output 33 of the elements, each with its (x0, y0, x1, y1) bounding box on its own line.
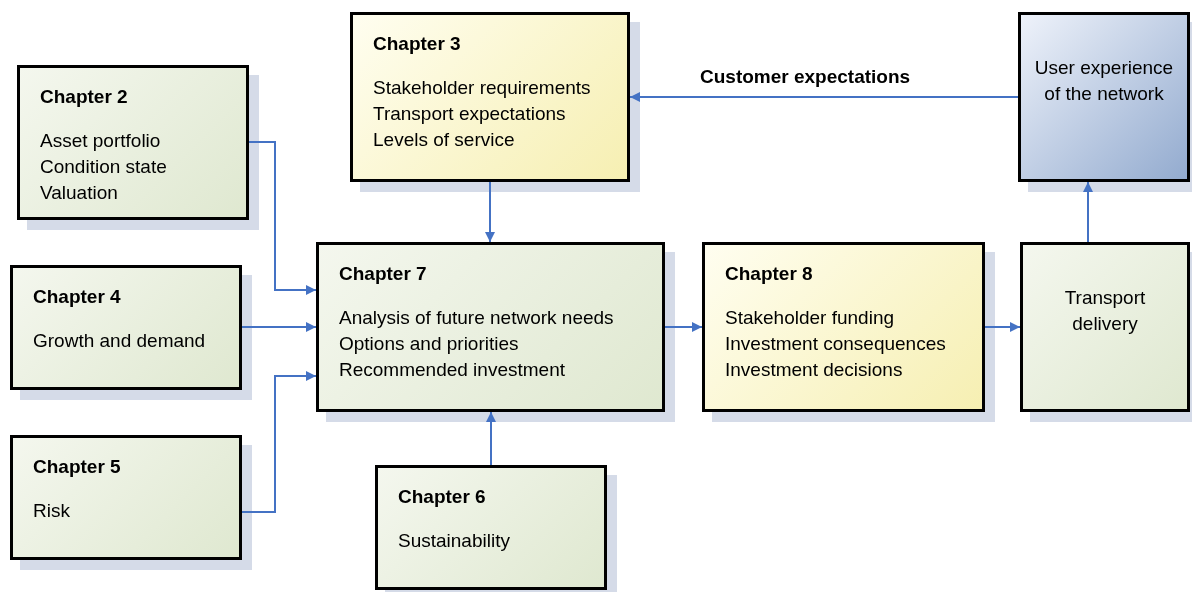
box-text: Risk (33, 499, 71, 523)
box-text: Recommended investment (339, 358, 566, 382)
box-text: Condition state (40, 155, 168, 179)
arrow (1083, 181, 1093, 243)
box-text: Stakeholder funding (725, 306, 895, 330)
box-heading: Chapter 5 (33, 456, 122, 478)
box-text: Transport delivery (1063, 286, 1147, 336)
box-heading: Chapter 7 (339, 263, 428, 285)
arrow (486, 411, 496, 466)
box-text: Investment consequences (725, 332, 947, 356)
arrow (248, 141, 317, 295)
box-text: Stakeholder requirements (373, 76, 592, 100)
box-text: Asset portfolio (40, 129, 162, 153)
arrow (629, 92, 1019, 102)
arrow (241, 371, 317, 513)
arrow (241, 322, 317, 332)
box-heading: Chapter 4 (33, 286, 122, 308)
box-heading: Chapter 2 (40, 86, 129, 108)
box-heading: Chapter 3 (373, 33, 462, 55)
box-text: Valuation (40, 181, 119, 205)
box-text: Transport expectations (373, 102, 567, 126)
box-text: Levels of service (373, 128, 516, 152)
box-text: Sustainability (398, 529, 511, 553)
arrow (664, 322, 703, 332)
box-heading: Chapter 8 (725, 263, 814, 285)
box-text: Analysis of future network needs (339, 306, 615, 330)
box-text: Growth and demand (33, 329, 207, 353)
box-heading: Chapter 6 (398, 486, 487, 508)
arrow (984, 322, 1021, 332)
box-text: Investment decisions (725, 358, 904, 382)
box-text: Options and priorities (339, 332, 520, 356)
box-text: User experience of the network (1033, 56, 1175, 106)
arrow (485, 181, 495, 243)
